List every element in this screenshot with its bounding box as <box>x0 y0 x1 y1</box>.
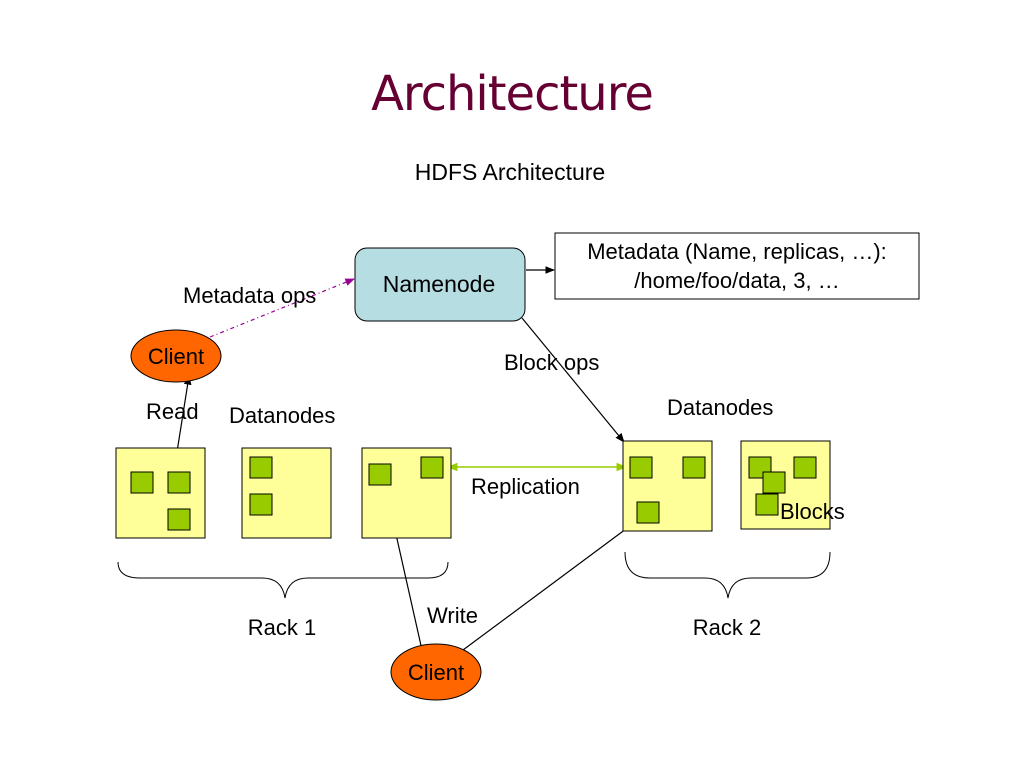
datanode-rack2-2 <box>740 440 831 530</box>
metadata-line-1: Metadata (Name, replicas, …): <box>587 239 887 264</box>
metadata-ops-label: Metadata ops <box>183 283 316 308</box>
rack1-label: Rack 1 <box>248 615 316 640</box>
datanodes-label-right: Datanodes <box>667 395 773 420</box>
client-bottom-label: Client <box>408 660 464 685</box>
block <box>368 463 392 486</box>
block <box>762 471 786 494</box>
blocks-label: Blocks <box>780 499 845 524</box>
namenode: Namenode <box>354 247 526 322</box>
block <box>130 471 154 494</box>
datanode-rack1-2 <box>241 447 332 539</box>
block <box>420 456 444 479</box>
read-label: Read <box>146 399 199 424</box>
read-arrow <box>176 375 192 453</box>
datanode-rack1-3 <box>361 447 452 539</box>
block <box>249 456 273 479</box>
namenode-label: Namenode <box>383 271 496 297</box>
client-top: Client <box>130 329 222 383</box>
slide-title: Architecture <box>371 66 654 122</box>
block <box>682 456 706 479</box>
block <box>629 456 653 479</box>
block <box>636 501 660 524</box>
metadata-box: Metadata (Name, replicas, …): /home/foo/… <box>554 232 920 300</box>
block <box>167 471 191 494</box>
datanode-rack2-1 <box>622 440 713 532</box>
block <box>249 493 273 516</box>
block-ops-arrow <box>521 317 625 443</box>
block <box>167 508 191 531</box>
block <box>793 456 817 479</box>
client-bottom: Client <box>390 643 482 701</box>
diagram-subtitle: HDFS Architecture <box>415 159 605 185</box>
block-ops-label: Block ops <box>504 350 599 375</box>
datanode-rack1-1 <box>115 447 206 539</box>
metadata-line-2: /home/foo/data, 3, … <box>634 268 839 293</box>
write-arrow-rack2 <box>462 522 635 651</box>
rack2-brace <box>624 551 831 599</box>
client-top-label: Client <box>148 344 204 369</box>
metadata-ops-arrow <box>209 278 355 338</box>
write-label: Write <box>427 603 478 628</box>
block <box>755 493 779 516</box>
rack1-brace <box>117 561 449 599</box>
rack2-label: Rack 2 <box>693 615 761 640</box>
replication-label: Replication <box>471 474 580 499</box>
datanodes-label-left: Datanodes <box>229 403 335 428</box>
